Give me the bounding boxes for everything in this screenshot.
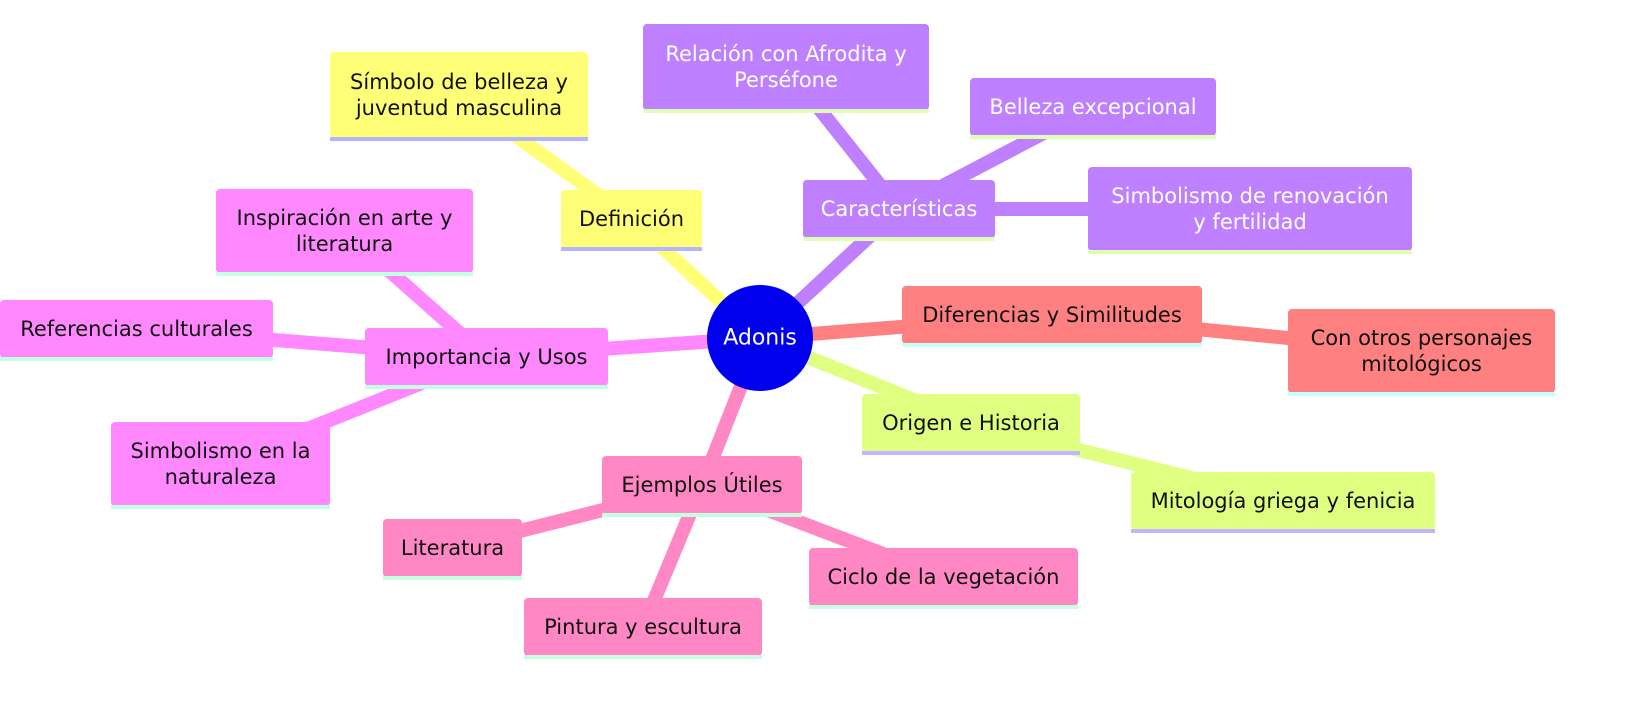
leaf-node-definicion-1-background <box>330 52 588 138</box>
branch-node-origen-underline <box>862 451 1080 455</box>
leaf-node-ejemplos-1-background <box>383 519 522 577</box>
leaf-node-definicion-1-underline <box>330 137 588 141</box>
leaf-node-ejemplos-2-label: Pintura y escultura <box>544 615 742 639</box>
branch-node-diferencias-background <box>902 286 1202 344</box>
leaf-node-caracteristicas-2-underline <box>970 135 1216 139</box>
leaf-node-caracteristicas-1-background <box>643 24 929 110</box>
leaf-node-ejemplos-3: Ciclo de la vegetación <box>809 548 1078 609</box>
leaf-node-importancia-3-label: Simbolismo en la <box>131 439 311 463</box>
branch-node-importancia-label: Importancia y Usos <box>385 345 587 369</box>
leaf-node-ejemplos-1-label: Literatura <box>401 536 504 560</box>
leaf-node-definicion-1-label: Símbolo de belleza y <box>350 70 568 94</box>
leaf-node-importancia-1-underline <box>216 272 473 276</box>
leaf-node-caracteristicas-3-background <box>1088 167 1412 251</box>
branch-node-definicion-underline <box>561 247 702 251</box>
leaf-node-diferencias-1-label: mitológicos <box>1361 352 1482 376</box>
leaf-node-importancia-2-background <box>0 300 273 358</box>
branch-node-caracteristicas: Características <box>803 180 995 241</box>
branch-node-ejemplos: Ejemplos Útiles <box>602 456 802 517</box>
leaf-node-importancia-2-label: Referencias culturales <box>20 317 253 341</box>
branch-node-definicion: Definición <box>561 190 702 251</box>
leaf-node-caracteristicas-3-underline <box>1088 250 1412 254</box>
leaf-node-definicion-1-label: juventud masculina <box>355 96 562 120</box>
leaf-node-caracteristicas-3-label: y fertilidad <box>1193 210 1306 234</box>
leaf-node-ejemplos-2: Pintura y escultura <box>524 598 762 659</box>
branch-node-diferencias-underline <box>902 343 1202 347</box>
leaf-node-ejemplos-2-underline <box>524 655 762 659</box>
leaf-node-importancia-1-label: Inspiración en arte y <box>237 206 453 230</box>
branch-node-importancia-background <box>365 328 608 386</box>
leaf-node-origen-1-background <box>1131 472 1435 530</box>
root-node-label: Adonis <box>723 326 797 351</box>
branch-node-definicion-label: Definición <box>579 207 684 231</box>
leaf-node-ejemplos-2-background <box>524 598 762 656</box>
branch-node-definicion-background <box>561 190 702 248</box>
leaf-node-importancia-2: Referencias culturales <box>0 300 273 361</box>
leaf-node-origen-1: Mitología griega y fenicia <box>1131 472 1435 533</box>
leaf-node-ejemplos-3-background <box>809 548 1078 606</box>
leaf-node-caracteristicas-1-label: Perséfone <box>734 68 838 92</box>
leaf-node-diferencias-1-label: Con otros personajes <box>1311 326 1533 350</box>
leaf-node-importancia-3-underline <box>111 505 330 509</box>
branch-node-diferencias: Diferencias y Similitudes <box>902 286 1202 347</box>
leaf-node-caracteristicas-3-label: Simbolismo de renovación <box>1111 184 1388 208</box>
leaf-node-importancia-2-underline <box>0 357 273 361</box>
branch-node-origen: Origen e Historia <box>862 394 1080 455</box>
leaf-node-caracteristicas-1-underline <box>643 109 929 113</box>
leaf-node-ejemplos-3-underline <box>809 605 1078 609</box>
branch-node-diferencias-label: Diferencias y Similitudes <box>922 303 1182 327</box>
branch-node-caracteristicas-background <box>803 180 995 238</box>
leaf-node-ejemplos-1: Literatura <box>383 519 522 580</box>
branch-node-caracteristicas-underline <box>803 237 995 241</box>
leaf-node-importancia-3-background <box>111 422 330 506</box>
leaf-node-importancia-3-label: naturaleza <box>165 465 277 489</box>
branch-node-importancia: Importancia y Usos <box>365 328 608 389</box>
branch-node-origen-label: Origen e Historia <box>882 411 1060 435</box>
leaf-node-caracteristicas-1-label: Relación con Afrodita y <box>665 42 906 66</box>
leaf-node-diferencias-1-background <box>1288 309 1555 393</box>
leaf-node-importancia-1-background <box>216 189 473 273</box>
leaf-node-caracteristicas-2-background <box>970 78 1216 136</box>
leaf-node-ejemplos-3-label: Ciclo de la vegetación <box>828 565 1060 589</box>
branch-node-ejemplos-background <box>602 456 802 514</box>
branch-node-ejemplos-label: Ejemplos Útiles <box>621 472 782 497</box>
leaf-node-ejemplos-1-underline <box>383 576 522 580</box>
branch-node-caracteristicas-label: Características <box>821 197 978 221</box>
leaf-node-importancia-1-label: literatura <box>296 232 393 256</box>
branch-node-importancia-underline <box>365 385 608 389</box>
leaf-node-origen-1-label: Mitología griega y fenicia <box>1151 489 1416 513</box>
root-node: Adonis <box>707 285 813 391</box>
leaf-node-diferencias-1-underline <box>1288 392 1555 396</box>
leaf-node-origen-1-underline <box>1131 529 1435 533</box>
branch-node-origen-background <box>862 394 1080 452</box>
leaf-node-caracteristicas-2-label: Belleza excepcional <box>989 95 1196 119</box>
leaf-node-caracteristicas-2: Belleza excepcional <box>970 78 1216 139</box>
root-node-circle <box>707 285 813 391</box>
branch-node-ejemplos-underline <box>602 513 802 517</box>
